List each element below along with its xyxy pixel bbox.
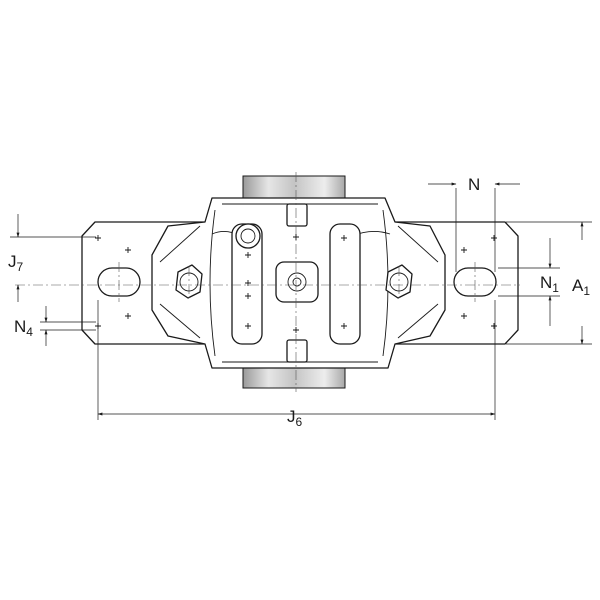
dimension-n1: N1 [498, 238, 560, 326]
grease-nipple [287, 272, 307, 292]
rivet-cross [461, 247, 467, 253]
rivet-cross [95, 235, 101, 241]
dimension-a1: A1 [506, 221, 592, 345]
rivet-cross [245, 323, 251, 329]
rivet-cross [245, 280, 251, 286]
label-n4: N4 [14, 317, 33, 339]
rivet-cross [293, 234, 299, 240]
plug-icon [235, 223, 261, 249]
label-n1: N1 [540, 273, 559, 295]
dimension-j7: J7 [8, 214, 96, 302]
dimension-j6: J6 [97, 300, 496, 429]
label-a1: A1 [572, 276, 590, 298]
rivet-cross [341, 323, 347, 329]
rivet-cross [125, 313, 131, 319]
rivet-cross [125, 247, 131, 253]
label-n: N [468, 175, 480, 194]
label-j7: J7 [8, 252, 24, 274]
rivet-cross [293, 327, 299, 333]
rivet-cross [341, 235, 347, 241]
dimension-n: N [428, 175, 520, 272]
rivet-cross [461, 313, 467, 319]
bottom-lug [286, 339, 308, 363]
rivet-cross [245, 293, 251, 299]
center-boss [275, 261, 319, 303]
dimension-n4: N4 [14, 306, 96, 346]
top-lug [286, 203, 308, 227]
right-cap-bolt-icon [385, 264, 413, 299]
center-lines [15, 172, 520, 392]
right-rib [329, 223, 361, 345]
label-j6: J6 [287, 407, 303, 429]
rivet-cross [245, 252, 251, 258]
rivet-cross [491, 323, 497, 329]
rivet-cross [491, 235, 497, 241]
